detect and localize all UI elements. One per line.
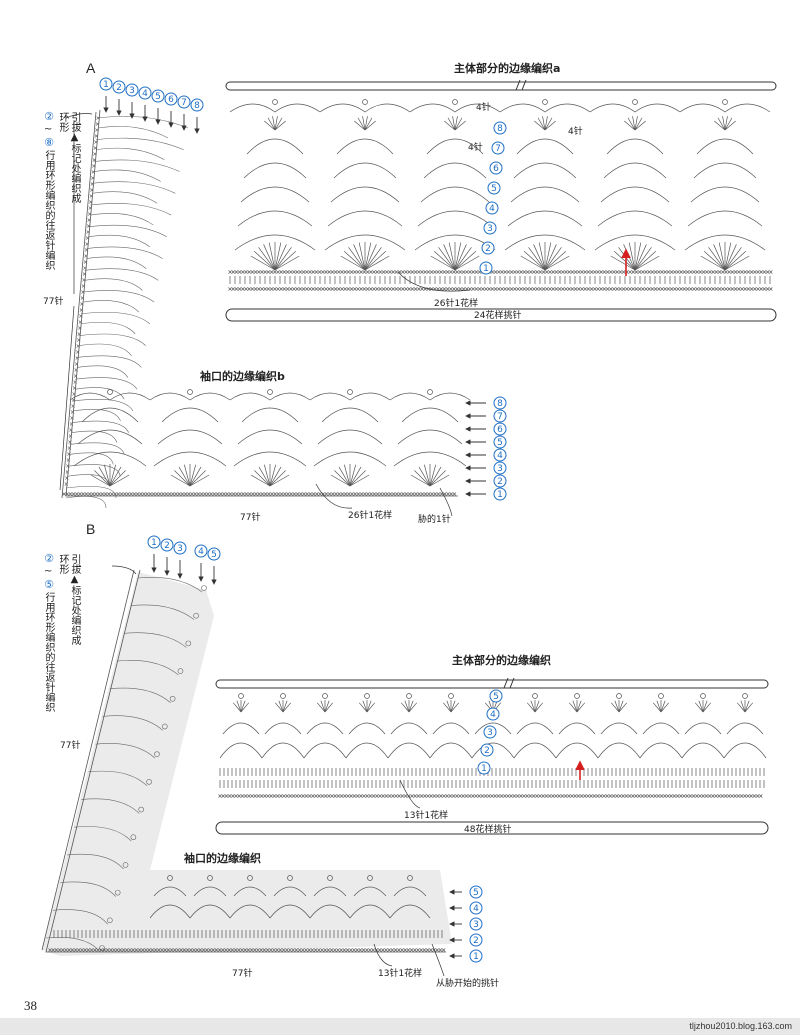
section-a-side-strip — [61, 109, 458, 499]
section-a-side-note2: 行用环形编织的往返针编织 — [43, 150, 54, 270]
svg-text:5: 5 — [491, 184, 497, 194]
section-a-stitch-note1: 4针 — [476, 103, 491, 113]
section-a-body-title: 主体部分的边缘编织a — [454, 62, 561, 75]
section-a-stitch-note3: 4针 — [568, 127, 583, 137]
section-a-letter: A — [86, 60, 96, 76]
svg-text:3: 3 — [497, 464, 503, 474]
section-b-body-panel — [215, 677, 769, 835]
section-a-cuff-pattern — [62, 389, 471, 496]
section-b-side-note: 引拔▲标记处编织成环形 — [57, 554, 80, 645]
svg-text:2: 2 — [164, 541, 170, 551]
svg-text:4: 4 — [473, 904, 479, 914]
section-a-side-count: 77针 — [43, 297, 64, 307]
section-b-side-count: 77针 — [60, 741, 81, 751]
svg-text:6: 6 — [493, 164, 499, 174]
section-b-body-pattern — [218, 693, 767, 798]
range-tilde: ~ — [44, 124, 53, 135]
section-a-body-panel — [225, 79, 777, 322]
section-a-cuff-title: 袖口的边缘编织b — [200, 370, 285, 383]
svg-text:4: 4 — [497, 451, 503, 461]
page-number: 38 — [24, 998, 37, 1013]
svg-text:1: 1 — [473, 952, 479, 962]
section-a-body-pattern — [228, 99, 773, 291]
section-a-rib-note: 胁的1针 — [418, 515, 451, 525]
svg-text:5: 5 — [211, 550, 217, 560]
section-b-picks-body: 48花样挑针 — [464, 825, 512, 835]
section-b-range-end: ⑤ — [44, 578, 54, 591]
svg-text:8: 8 — [497, 399, 503, 409]
svg-text:4: 4 — [489, 204, 495, 214]
svg-text:5: 5 — [493, 692, 499, 702]
svg-text:1: 1 — [483, 264, 489, 274]
svg-text:5: 5 — [155, 92, 161, 102]
section-b-cuff-pattern — [48, 875, 446, 952]
svg-text:3: 3 — [473, 920, 479, 930]
footer-text: tljzhou2010.blog.163.com — [689, 1021, 792, 1031]
section-b-bottom-count: 77针 — [232, 969, 253, 979]
svg-text:5: 5 — [473, 888, 479, 898]
svg-text:7: 7 — [495, 144, 501, 154]
svg-text:3: 3 — [487, 224, 493, 234]
section-a-repeat-body: 26针1花样 — [434, 299, 479, 309]
svg-text:2: 2 — [485, 244, 491, 254]
section-b-body-title: 主体部分的边缘编织 — [452, 654, 551, 667]
svg-text:4: 4 — [490, 710, 496, 720]
svg-text:3: 3 — [129, 86, 135, 96]
svg-text:2: 2 — [484, 746, 490, 756]
footer-bar — [0, 1018, 800, 1035]
section-a-side-pattern — [64, 116, 189, 509]
section-a-picks-body: 24花样挑针 — [474, 311, 522, 321]
svg-text:1: 1 — [151, 538, 157, 548]
section-b-side-note2: 行用环形编织的往返针编织 — [43, 592, 54, 712]
svg-text:2: 2 — [473, 936, 479, 946]
section-b-cuff-title: 袖口的边缘编织 — [184, 852, 261, 865]
range-tilde-b: ~ — [44, 566, 53, 577]
svg-text:3: 3 — [177, 544, 183, 554]
section-b-repeat-body: 13针1花样 — [404, 811, 449, 821]
section-a-side-note: 引拔▲标记处编织成环形 — [57, 112, 80, 203]
section-b-repeat-cuff: 13针1花样 — [378, 969, 423, 979]
svg-text:6: 6 — [497, 425, 503, 435]
section-a-repeat-cuff: 26针1花样 — [348, 511, 393, 521]
section-b-side-pattern — [45, 577, 207, 953]
svg-text:7: 7 — [181, 98, 187, 108]
section-b-side-strip — [41, 569, 446, 953]
section-a-range-end: ⑧ — [44, 136, 54, 149]
svg-text:3: 3 — [487, 728, 493, 738]
svg-text:2: 2 — [116, 83, 122, 93]
svg-text:2: 2 — [497, 477, 503, 487]
section-a-stitch-note2: 4针 — [468, 143, 483, 153]
svg-text:7: 7 — [497, 412, 503, 422]
section-b-range-start: ② — [44, 552, 54, 565]
leader-lines — [59, 113, 471, 977]
section-a-bottom-count: 77针 — [240, 513, 261, 523]
svg-text:1: 1 — [497, 490, 503, 500]
svg-text:4: 4 — [198, 547, 204, 557]
svg-text:8: 8 — [497, 124, 503, 134]
svg-text:6: 6 — [168, 95, 174, 105]
svg-text:5: 5 — [497, 438, 503, 448]
section-a-range-start: ② — [44, 110, 54, 123]
section-b-start-note: 从胁开始的挑针 — [436, 979, 500, 989]
svg-text:8: 8 — [194, 101, 200, 111]
svg-text:1: 1 — [481, 764, 487, 774]
section-b-side-shade — [42, 572, 452, 956]
svg-text:4: 4 — [142, 89, 148, 99]
svg-text:1: 1 — [103, 80, 109, 90]
section-b-letter: B — [86, 521, 96, 537]
